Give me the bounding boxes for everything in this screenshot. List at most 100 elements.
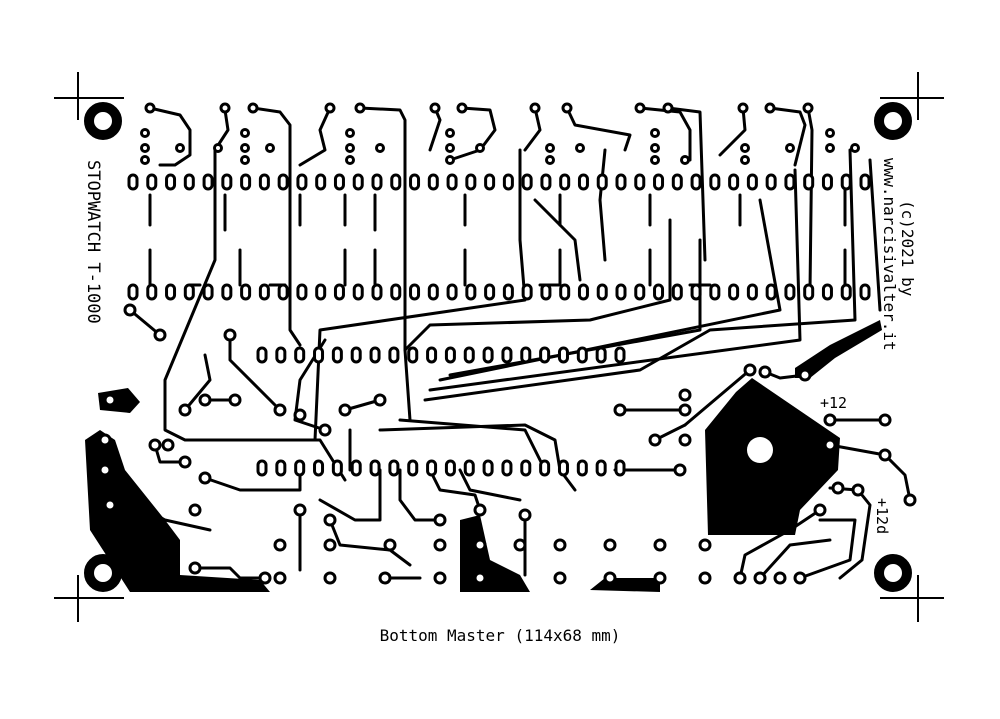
pad	[785, 143, 795, 153]
pad	[202, 283, 214, 301]
pad	[743, 363, 757, 377]
pad	[463, 346, 475, 364]
pad	[662, 102, 674, 114]
ground-pour-right	[460, 515, 530, 592]
pad	[433, 513, 447, 527]
pad	[521, 173, 533, 191]
pad	[98, 463, 112, 477]
pad	[148, 438, 162, 452]
component-pads	[98, 102, 917, 585]
pad	[831, 481, 845, 495]
pad	[433, 538, 447, 552]
pad	[323, 571, 337, 585]
pad	[256, 346, 268, 364]
pad	[878, 413, 892, 427]
pad	[375, 143, 385, 153]
pad	[634, 283, 646, 301]
pad	[613, 403, 627, 417]
pad	[426, 346, 438, 364]
pad	[103, 498, 117, 512]
pad	[345, 155, 355, 165]
pad	[258, 283, 270, 301]
pad	[740, 143, 750, 153]
pad	[240, 143, 250, 153]
pad	[390, 173, 402, 191]
pad	[753, 571, 767, 585]
pad	[103, 393, 117, 407]
pad	[678, 388, 692, 402]
pad	[575, 143, 585, 153]
pad	[275, 346, 287, 364]
pad	[352, 283, 364, 301]
pad	[345, 143, 355, 153]
pad	[318, 423, 332, 437]
pad	[350, 459, 362, 477]
pad	[859, 173, 871, 191]
pad	[698, 538, 712, 552]
registration-marks	[54, 72, 944, 622]
pad	[354, 102, 366, 114]
mounting-hole	[84, 554, 122, 592]
pad	[445, 128, 455, 138]
pad	[615, 283, 627, 301]
pad	[595, 459, 607, 477]
pad	[614, 459, 626, 477]
pad	[671, 173, 683, 191]
pad	[240, 155, 250, 165]
copper-traces	[103, 106, 912, 580]
copper-pours	[85, 320, 882, 592]
pad	[501, 459, 513, 477]
pad	[247, 102, 259, 114]
pad	[733, 571, 747, 585]
pad	[539, 346, 551, 364]
pad	[545, 155, 555, 165]
pad	[140, 128, 150, 138]
pad	[427, 283, 439, 301]
pad	[333, 173, 345, 191]
pad	[183, 283, 195, 301]
pad	[859, 283, 871, 301]
pad	[650, 128, 660, 138]
pad	[673, 463, 687, 477]
pad	[502, 283, 514, 301]
pad	[557, 346, 569, 364]
pad	[577, 173, 589, 191]
pad	[345, 128, 355, 138]
pad	[596, 173, 608, 191]
pad	[146, 283, 158, 301]
pad	[690, 173, 702, 191]
pad	[840, 283, 852, 301]
pad	[456, 102, 468, 114]
pad	[178, 455, 192, 469]
regulator-hole	[747, 437, 773, 463]
pad	[409, 173, 421, 191]
pad	[878, 448, 892, 462]
pad	[482, 346, 494, 364]
pad	[221, 173, 233, 191]
pad	[553, 538, 567, 552]
pad	[198, 471, 212, 485]
pad	[383, 538, 397, 552]
pad	[240, 173, 252, 191]
pad	[323, 513, 337, 527]
pad	[265, 143, 275, 153]
pad	[576, 459, 588, 477]
pad	[728, 173, 740, 191]
pad	[825, 128, 835, 138]
pad	[123, 303, 137, 317]
label-plus-12d: +12d	[873, 498, 891, 534]
pad	[293, 408, 307, 422]
pad	[521, 283, 533, 301]
pad	[765, 173, 777, 191]
pad	[540, 283, 552, 301]
pad	[175, 143, 185, 153]
pad	[520, 459, 532, 477]
pad	[313, 459, 325, 477]
pad	[465, 173, 477, 191]
pad	[614, 346, 626, 364]
pad	[793, 571, 807, 585]
pad	[144, 102, 156, 114]
pad	[202, 173, 214, 191]
pad	[728, 283, 740, 301]
pad	[615, 173, 627, 191]
